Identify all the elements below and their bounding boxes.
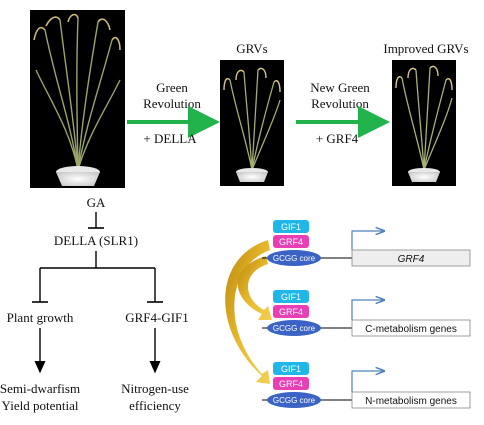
arrow1-sub-label: + DELLA xyxy=(143,131,197,146)
gcgg-core-label: GCGG core xyxy=(273,396,316,405)
gcgg-core-label: GCGG core xyxy=(273,324,316,333)
gene-label: N-metabolism genes xyxy=(365,396,457,407)
outcome-left-line2: Yield potential xyxy=(2,398,79,413)
transcription-arrow xyxy=(351,371,384,392)
gif1-box xyxy=(273,290,309,303)
arrow2-sub-label: + GRF4 xyxy=(316,131,359,146)
gif1-label: GIF1 xyxy=(281,292,301,302)
arrow1-label-line1: Green xyxy=(156,80,188,95)
arrow2-label-line2: Revolution xyxy=(311,96,369,111)
node-della: DELLA (SLR1) xyxy=(54,233,138,248)
label-improved-grvs: Improved GRVs xyxy=(383,41,468,56)
gene-box xyxy=(351,249,471,267)
outcome-left-line1: Semi-dwarfism xyxy=(0,381,80,396)
outcome-right-line1: Nitrogen-use xyxy=(121,381,189,396)
node-grf4-gif1: GRF4-GIF1 xyxy=(125,310,189,325)
grf4-box xyxy=(273,235,309,248)
complex-1: GIF1 GRF4 GCGG core GRF4 xyxy=(262,220,471,267)
grf4-label: GRF4 xyxy=(279,379,303,389)
gif1-label: GIF1 xyxy=(281,364,301,374)
gcgg-core xyxy=(267,320,321,336)
complex-2: GIF1 GRF4 GCGG core C-metabolism genes xyxy=(262,290,471,337)
arrow2-label-line1: New Green xyxy=(310,80,370,95)
complex-3: GIF1 GRF4 GCGG core N-metabolism genes xyxy=(262,362,471,409)
grf4-label: GRF4 xyxy=(279,307,303,317)
gif1-box xyxy=(273,362,309,375)
gif1-box xyxy=(273,220,309,233)
plant-photo-grvs xyxy=(220,60,284,186)
gene-box xyxy=(351,391,471,409)
gif1-label: GIF1 xyxy=(281,222,301,232)
outcome-right-line2: efficiency xyxy=(129,398,181,413)
grf4-box xyxy=(273,305,309,318)
gold-arrow-short xyxy=(237,256,272,320)
node-ga: GA xyxy=(87,195,106,210)
node-plant-growth: Plant growth xyxy=(7,310,74,325)
plant-photo-improved-grvs xyxy=(392,60,456,186)
gcgg-core xyxy=(267,250,321,266)
gcgg-core-label: GCGG core xyxy=(273,254,316,263)
arrow1-label-line2: Revolution xyxy=(143,96,201,111)
grf4-box xyxy=(273,377,309,390)
gene-label: C-metabolism genes xyxy=(365,324,457,335)
gold-arrow-long xyxy=(225,240,270,384)
label-grvs: GRVs xyxy=(236,41,267,56)
gold-curved-arrows xyxy=(225,240,272,384)
gene-label: GRF4 xyxy=(398,254,425,265)
grf4-label: GRF4 xyxy=(279,237,303,247)
transcription-arrow xyxy=(351,231,384,250)
transcription-arrow xyxy=(351,300,384,320)
plant-photo-original xyxy=(30,10,125,188)
gcgg-core xyxy=(267,392,321,408)
gene-box xyxy=(351,319,471,337)
